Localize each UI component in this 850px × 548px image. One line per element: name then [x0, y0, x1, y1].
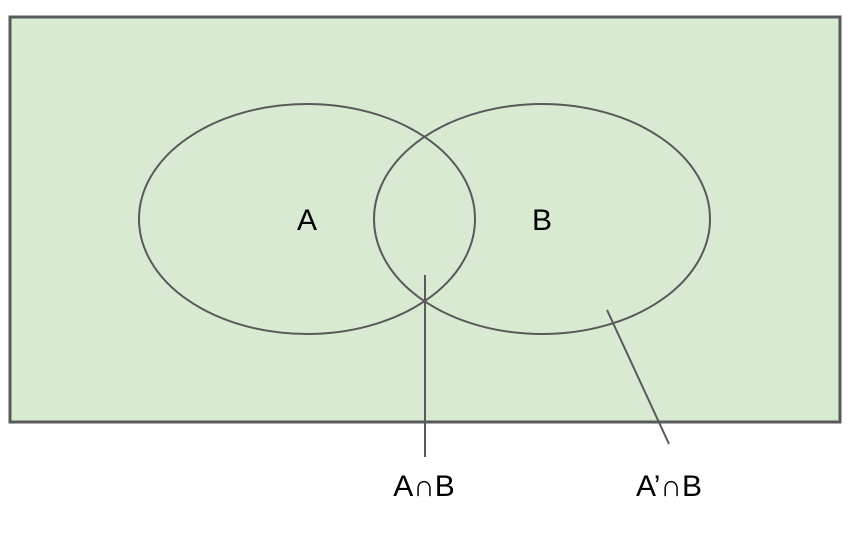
- set-a-ellipse: [138, 103, 476, 335]
- set-b-ellipse: [373, 103, 711, 335]
- intersection-label: A∩B: [393, 470, 455, 503]
- b-only-label: A’∩B: [636, 470, 702, 503]
- set-b-label: B: [532, 204, 552, 237]
- b-only-leader-line: [606, 309, 670, 445]
- set-a-label: A: [297, 204, 317, 237]
